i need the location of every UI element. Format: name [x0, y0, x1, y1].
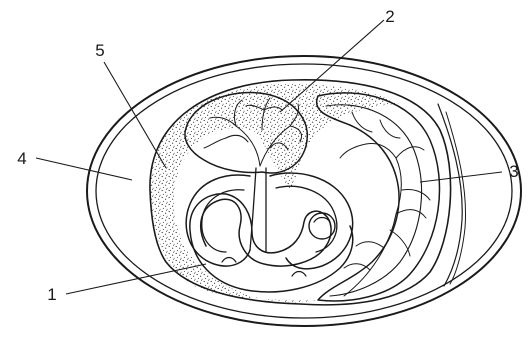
- embryo-limb-bud: [222, 258, 236, 263]
- embryo-limb-bud-2: [292, 272, 306, 277]
- label-2: 2: [385, 7, 394, 26]
- leader-line-5: [104, 62, 166, 168]
- leader-line-3: [420, 172, 502, 182]
- label-4: 4: [17, 149, 26, 168]
- leader-line-4: [36, 158, 132, 180]
- label-3: 3: [509, 162, 518, 181]
- amnion-right-loop: [270, 173, 353, 269]
- embryo-body: [190, 194, 353, 292]
- label-5: 5: [95, 41, 104, 60]
- label-1: 1: [47, 285, 56, 304]
- allantois-vessels: [340, 112, 430, 296]
